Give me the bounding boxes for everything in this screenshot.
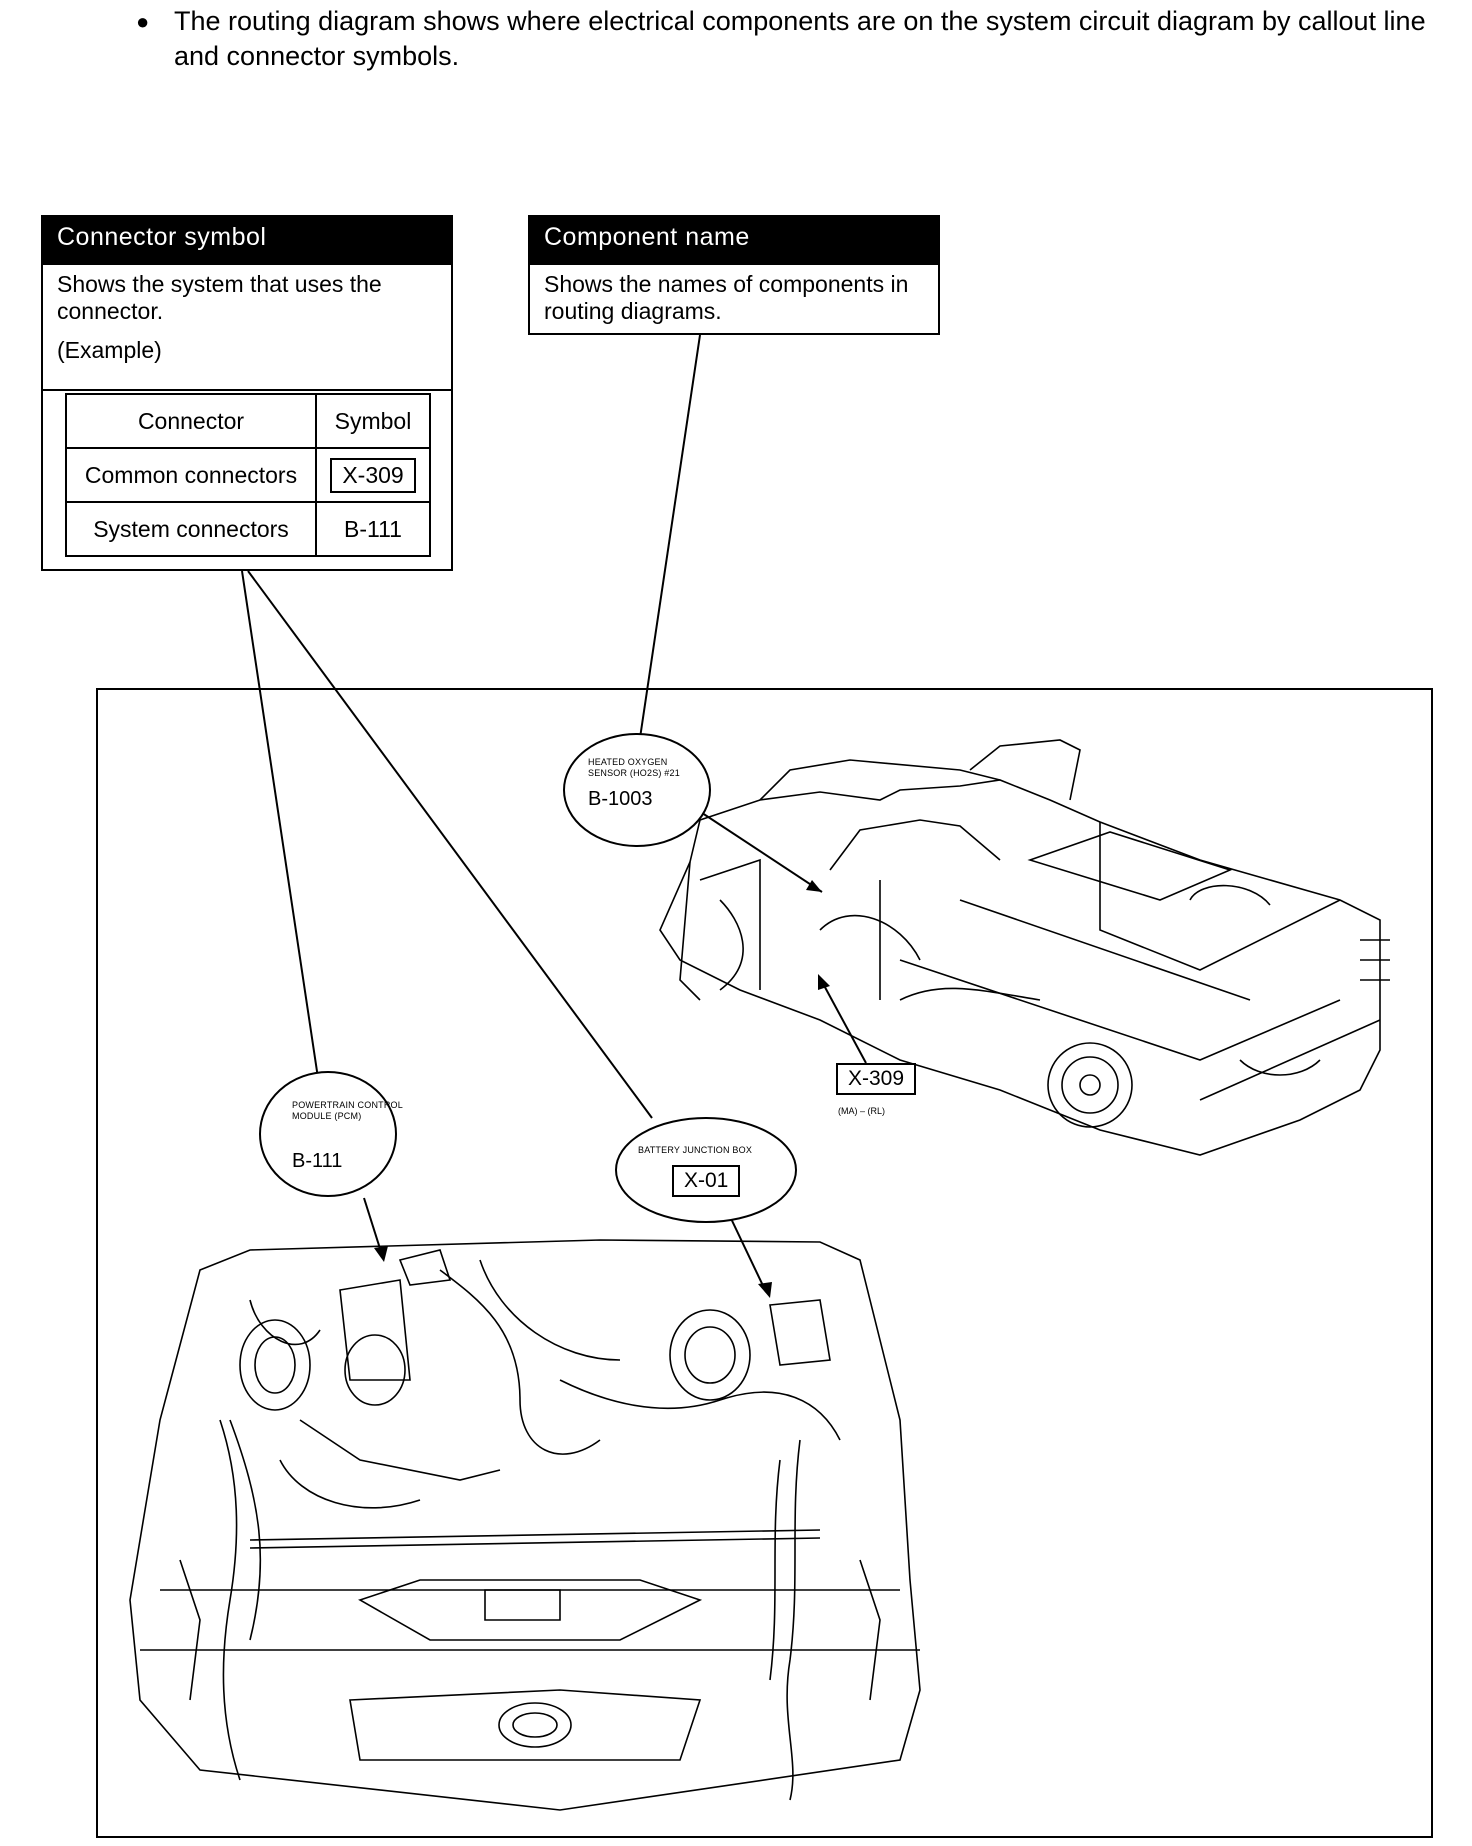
arrow-head-bjb bbox=[758, 1282, 772, 1298]
bullet-icon: ● bbox=[136, 9, 150, 34]
pcm-name: POWERTRAIN CONTROL MODULE (PCM) bbox=[292, 1100, 403, 1121]
arrow-head-pcm bbox=[374, 1246, 388, 1262]
bjb-name: BATTERY JUNCTION BOX bbox=[638, 1145, 753, 1155]
common-connector-symbol: X-309 bbox=[330, 457, 416, 493]
x309-connector-sub: (MA) – (RL) bbox=[838, 1106, 885, 1116]
component-name-title: Component name bbox=[530, 217, 938, 265]
routing-diagram-frame bbox=[96, 688, 1433, 1838]
table-cell-symbol: X-309 bbox=[315, 447, 431, 503]
bjb-code: X-01 bbox=[672, 1165, 741, 1197]
connector-symbol-example: (Example) bbox=[57, 337, 162, 363]
ho2s-callout-ellipse bbox=[563, 733, 711, 847]
table-header-symbol: Symbol bbox=[315, 393, 431, 449]
table-header-connector: Connector bbox=[65, 393, 317, 449]
callout-line-pcm bbox=[241, 570, 319, 1079]
table-cell-symbol: B-111 bbox=[315, 501, 431, 557]
connector-symbol-description: Shows the system that uses the connector… bbox=[57, 271, 382, 324]
arrow-pcm bbox=[363, 1197, 383, 1256]
arrow-head-ho2s bbox=[806, 880, 822, 892]
pcm-code: B-111 bbox=[292, 1150, 343, 1172]
pcm-callout-ellipse bbox=[259, 1071, 397, 1197]
box-divider bbox=[43, 389, 451, 391]
engine-bay-drawing bbox=[129, 1239, 921, 1811]
ho2s-name: HEATED OXYGEN SENSOR (HO2S) #21 bbox=[588, 757, 680, 778]
arrow-x309 bbox=[819, 977, 867, 1064]
table-cell-label: Common connectors bbox=[65, 447, 317, 503]
table-cell-label: System connectors bbox=[65, 501, 317, 557]
callout-line-bjb bbox=[247, 570, 653, 1119]
table-row: System connectors B-111 bbox=[65, 501, 431, 557]
x309-connector-code: X-309 bbox=[836, 1063, 917, 1095]
connector-symbol-table: Connector Symbol Common connectors X-309… bbox=[65, 393, 431, 557]
intro-text: The routing diagram shows where electric… bbox=[174, 6, 1426, 71]
intro-note: ● The routing diagram shows where electr… bbox=[136, 4, 1436, 74]
table-header-row: Connector Symbol bbox=[65, 393, 431, 449]
component-name-description: Shows the names of components in routing… bbox=[544, 271, 909, 324]
connector-symbol-box: Connector symbol Shows the system that u… bbox=[41, 215, 453, 571]
connector-symbol-title: Connector symbol bbox=[43, 217, 451, 265]
arrow-head-x309 bbox=[818, 974, 830, 990]
pickup-truck-drawing bbox=[659, 739, 1390, 1156]
arrow-ho2s bbox=[689, 804, 823, 893]
callout-line-ho2s bbox=[639, 334, 701, 739]
ho2s-code: B-1003 bbox=[588, 788, 653, 810]
arrow-bjb bbox=[725, 1207, 767, 1293]
table-row: Common connectors X-309 bbox=[65, 447, 431, 503]
component-name-box: Component name Shows the names of compon… bbox=[528, 215, 940, 335]
